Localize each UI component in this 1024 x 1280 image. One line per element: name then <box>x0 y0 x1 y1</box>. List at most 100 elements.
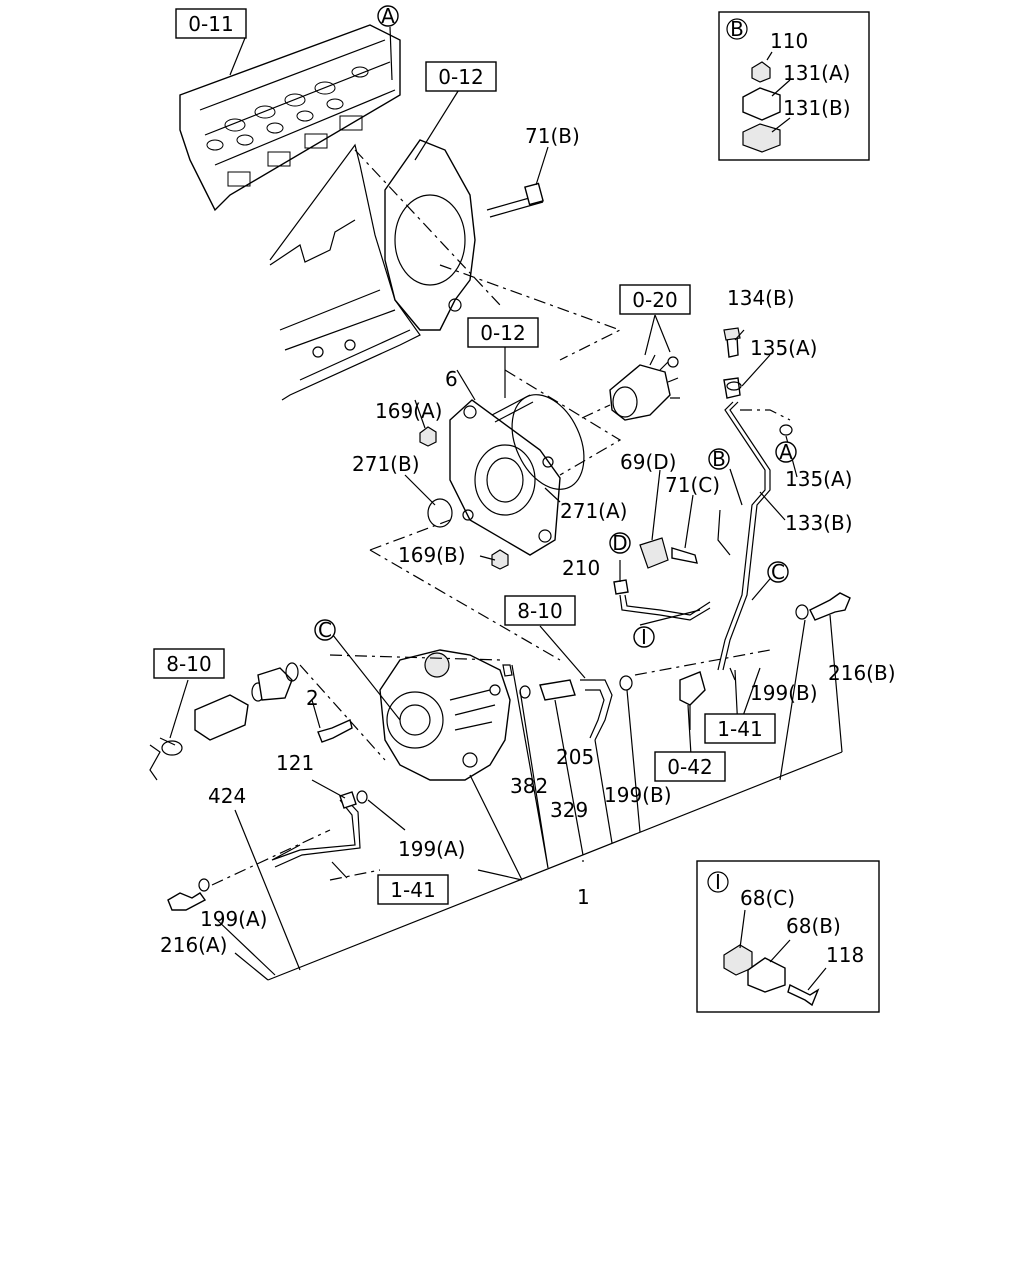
stud-bolt-drawing <box>486 182 544 423</box>
label-68b: 68(B) <box>786 914 841 938</box>
callout-c-left: C <box>314 618 336 642</box>
svg-text:I: I <box>641 625 647 649</box>
ref-box-0-12-top[interactable]: 0-12 <box>425 61 497 92</box>
nut-110-icon <box>751 61 771 83</box>
drive-gear-drawing <box>609 354 680 421</box>
inset-i-badge <box>707 871 729 893</box>
callout-a-top: A <box>377 4 399 28</box>
ref-8-10-right-text: 8-10 <box>517 599 562 623</box>
pressure-sensor-205 <box>519 679 613 741</box>
svg-text:A: A <box>381 4 395 28</box>
label-169b: 169(B) <box>398 543 466 567</box>
inset-b: B 110 131(A) 131(B) <box>718 11 870 161</box>
label-69d: 69(D) <box>620 450 676 474</box>
label-216b: 216(B) <box>828 661 896 685</box>
label-135a-1: 135(A) <box>750 336 817 360</box>
ref-box-8-10-right[interactable]: 8-10 <box>504 595 576 626</box>
clamp-131b-icon <box>742 123 781 153</box>
label-424: 424 <box>208 784 246 808</box>
label-110: 110 <box>770 29 808 53</box>
label-216a: 216(A) <box>160 933 227 957</box>
fuel-pipe-133b <box>717 377 771 671</box>
ref-0-12-top-text: 0-12 <box>438 65 483 89</box>
ref-1-41-right-text: 1-41 <box>717 717 762 741</box>
ref-box-0-42[interactable]: 0-42 <box>654 751 726 782</box>
bolt-118-icon <box>787 983 820 1007</box>
pipe-210 <box>613 579 711 621</box>
clamp-69d-icon <box>639 537 669 569</box>
label-199a-2: 199(A) <box>200 907 267 931</box>
o-ring-271b <box>427 498 453 528</box>
ref-1-41-left-text: 1-41 <box>390 878 435 902</box>
label-1: 1 <box>577 885 590 909</box>
callout-c-right: C <box>767 560 789 584</box>
label-131b: 131(B) <box>783 96 851 120</box>
bolt-2-icon <box>317 719 353 743</box>
ref-8-10-left-text: 8-10 <box>166 652 211 676</box>
pin-382-icon <box>502 664 513 677</box>
label-71b: 71(B) <box>525 124 580 148</box>
ref-0-42-text: 0-42 <box>667 755 712 779</box>
bolt-216a-icon <box>167 878 210 911</box>
label-382: 382 <box>510 774 548 798</box>
bolt-71c-icon <box>671 547 698 564</box>
label-169a: 169(A) <box>375 399 442 423</box>
ref-0-11-text: 0-11 <box>188 12 233 36</box>
label-71c: 71(C) <box>665 473 720 497</box>
callout-a-right: A <box>775 440 797 464</box>
injection-pump-drawing <box>379 649 511 781</box>
ref-0-20-text: 0-20 <box>632 288 677 312</box>
callout-i-main: I <box>633 625 655 649</box>
callout-d: D <box>609 531 631 555</box>
timing-case-gasket-drawing <box>384 139 476 331</box>
phantom-lines <box>211 149 791 886</box>
svg-text:A: A <box>779 440 793 464</box>
svg-text:C: C <box>771 560 785 584</box>
cylinder-head-drawing <box>179 24 401 212</box>
svg-text:C: C <box>318 618 332 642</box>
svg-text:B: B <box>712 447 726 471</box>
label-199a-1: 199(A) <box>398 837 465 861</box>
nut-169b-icon <box>491 549 509 570</box>
label-329: 329 <box>550 798 588 822</box>
ref-0-12-mid-text: 0-12 <box>480 321 525 345</box>
label-271b: 271(B) <box>352 452 420 476</box>
ref-box-0-20[interactable]: 0-20 <box>619 284 691 315</box>
bolt-216b-icon <box>795 592 851 621</box>
ref-box-8-10-left[interactable]: 8-10 <box>153 648 225 679</box>
sensor-0-42-drawing <box>679 671 706 730</box>
label-118: 118 <box>826 943 864 967</box>
label-199b-1: 199(B) <box>750 681 818 705</box>
clip-68b-icon <box>747 957 786 993</box>
leader-lines <box>169 26 843 981</box>
washer-199b-icon <box>619 675 633 691</box>
label-134b: 134(B) <box>727 286 795 310</box>
ref-box-0-11[interactable]: 0-11 <box>175 8 247 39</box>
ref-box-0-12-mid[interactable]: 0-12 <box>467 317 539 348</box>
inset-b-title: B <box>730 17 744 41</box>
label-199b-2: 199(B) <box>604 783 672 807</box>
label-205: 205 <box>556 745 594 769</box>
ref-box-1-41-left[interactable]: 1-41 <box>377 874 449 905</box>
inset-i-title: I <box>715 870 721 894</box>
label-6: 6 <box>445 367 458 391</box>
svg-text:D: D <box>612 531 627 555</box>
nut-169a-icon <box>419 426 437 447</box>
pipe-121 <box>271 790 368 868</box>
suction-control-valve-424 <box>149 662 299 781</box>
label-68c: 68(C) <box>740 886 795 910</box>
label-210: 210 <box>562 556 600 580</box>
ref-box-1-41-right[interactable]: 1-41 <box>704 713 776 744</box>
label-2: 2 <box>306 686 319 710</box>
label-135a-2: 135(A) <box>785 467 852 491</box>
label-133b: 133(B) <box>785 511 853 535</box>
inset-b-badge <box>726 18 748 40</box>
part-labels: 71(B) 134(B) 135(A) 135(A) 133(B) 6 169(… <box>160 124 896 957</box>
label-271a: 271(A) <box>560 499 627 523</box>
washer-135a-icon <box>726 381 793 436</box>
pump-flange-drawing <box>449 394 585 556</box>
clamp-131a-icon <box>742 87 781 121</box>
inset-i: I 68(C) 68(B) 118 <box>696 860 880 1013</box>
label-131a: 131(A) <box>783 61 850 85</box>
